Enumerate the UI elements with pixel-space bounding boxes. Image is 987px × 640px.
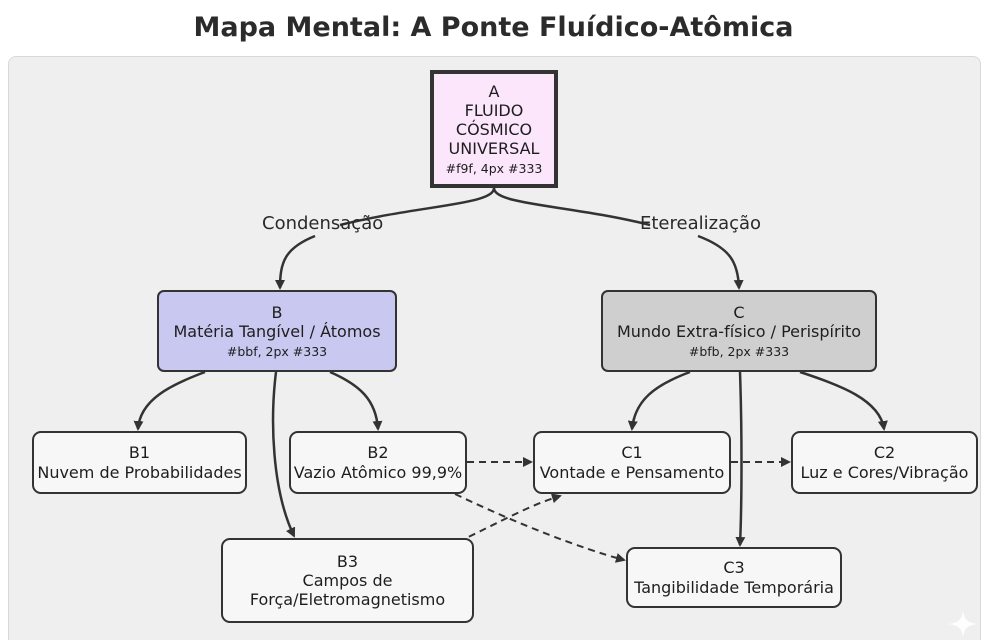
node-b-style: #bbf, 2px #333 bbox=[226, 344, 328, 360]
node-a-line2: UNIVERSAL bbox=[448, 139, 540, 159]
edge-b3-c1 bbox=[457, 493, 562, 543]
edge-label-eterealizacao: Eterealização bbox=[640, 213, 762, 234]
node-a-style: #f9f, 4px #333 bbox=[445, 161, 543, 177]
node-b3: B3 Campos de Força/Eletromagnetismo bbox=[221, 538, 474, 623]
node-b3-line1: Campos de bbox=[302, 570, 393, 590]
edge-b-b1 bbox=[133, 370, 206, 431]
edge-label-condensacao: Condensação bbox=[262, 213, 384, 234]
node-b1: B1 Nuvem de Probabilidades bbox=[32, 431, 247, 494]
edge-a-c bbox=[492, 187, 651, 227]
node-b-label: Matéria Tangível / Átomos bbox=[173, 322, 381, 341]
node-c-label: Mundo Extra-físico / Perispírito bbox=[616, 322, 862, 341]
node-b3-id: B3 bbox=[336, 551, 359, 571]
node-b1-id: B1 bbox=[128, 443, 151, 463]
node-a-id: A bbox=[488, 81, 500, 101]
node-c: C Mundo Extra-físico / Perispírito #bfb,… bbox=[601, 290, 877, 372]
node-c-style: #bfb, 2px #333 bbox=[688, 344, 790, 360]
node-c2-label: Luz e Cores/Vibração bbox=[800, 462, 969, 482]
edge-c-c1 bbox=[627, 370, 691, 431]
node-b2-label: Vazio Atômico 99,9% bbox=[293, 462, 463, 482]
node-c3-id: C3 bbox=[723, 558, 745, 578]
node-b2: B2 Vazio Atômico 99,9% bbox=[289, 431, 467, 494]
edge-a-b-lower bbox=[275, 234, 316, 290]
node-b-id: B bbox=[271, 302, 283, 322]
node-a: A FLUIDO CÓSMICO UNIVERSAL #f9f, 4px #33… bbox=[430, 70, 558, 188]
node-c1-id: C1 bbox=[621, 443, 643, 463]
node-b2-id: B2 bbox=[367, 443, 389, 463]
node-c3: C3 Tangibilidade Temporária bbox=[626, 547, 842, 608]
node-c2: C2 Luz e Cores/Vibração bbox=[791, 431, 978, 494]
node-c-id: C bbox=[733, 302, 745, 322]
node-b: B Matéria Tangível / Átomos #bbf, 2px #3… bbox=[157, 290, 397, 372]
edge-a-b bbox=[339, 187, 496, 227]
node-c3-label: Tangibilidade Temporária bbox=[634, 577, 834, 597]
node-c1-label: Vontade e Pensamento bbox=[539, 462, 725, 482]
edge-a-c-lower bbox=[697, 234, 744, 290]
node-c2-id: C2 bbox=[873, 443, 896, 463]
edge-c-c2 bbox=[799, 370, 888, 431]
node-b1-label: Nuvem de Probabilidades bbox=[37, 462, 242, 482]
node-c1: C1 Vontade e Pensamento bbox=[533, 431, 731, 494]
diagram-title: Mapa Mental: A Ponte Fluídico-Atômica bbox=[193, 12, 794, 43]
node-a-line1: FLUIDO CÓSMICO bbox=[455, 100, 533, 139]
edge-b-b2 bbox=[329, 370, 383, 431]
edge-c-c3 bbox=[735, 371, 746, 547]
node-b3-line2: Força/Eletromagnetismo bbox=[249, 590, 446, 610]
edge-b2-c3 bbox=[454, 493, 626, 563]
sparkle-icon bbox=[948, 610, 978, 638]
edge-b-b3 bbox=[271, 371, 296, 538]
